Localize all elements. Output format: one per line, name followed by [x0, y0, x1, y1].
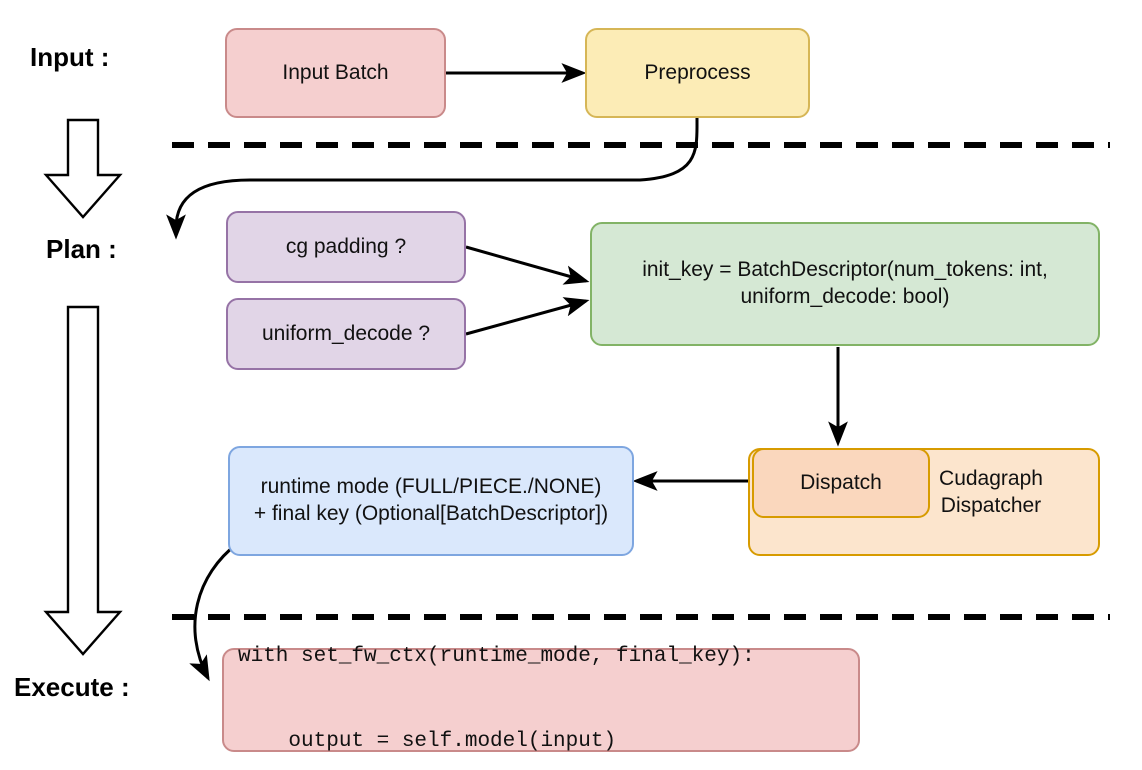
- stage-label-execute: Execute :: [14, 672, 130, 702]
- node-cudagraph-dispatcher-label-line2: Dispatcher: [940, 493, 1042, 517]
- node-runtime-mode[interactable]: runtime mode (FULL/PIECE./NONE) + final …: [228, 446, 634, 556]
- node-dispatch[interactable]: Dispatch: [752, 448, 930, 518]
- arrow-uniform-decode-to-init-key: [465, 297, 590, 336]
- node-input-batch[interactable]: Input Batch: [225, 28, 446, 118]
- node-cg-padding-label: cg padding ?: [285, 234, 407, 258]
- arrow-cg-padding-to-init-key: [465, 245, 590, 285]
- node-init-key[interactable]: init_key = BatchDescriptor(num_tokens: i…: [590, 222, 1100, 346]
- node-cg-padding[interactable]: cg padding ?: [226, 211, 466, 283]
- node-dispatch-label: Dispatch: [800, 470, 882, 494]
- node-uniform-decode-label: uniform_decode ?: [261, 321, 431, 345]
- node-execute-code-line2: output = self.model(input): [238, 730, 617, 754]
- node-execute-code[interactable]: with set_fw_ctx(runtime_mode, final_key)…: [222, 645, 860, 753]
- stage-label-plan: Plan :: [46, 234, 117, 264]
- node-runtime-mode-label-line2: + final key (Optional[BatchDescriptor]): [253, 502, 609, 525]
- stage-label-input: Input :: [30, 42, 110, 72]
- node-preprocess[interactable]: Preprocess: [585, 28, 810, 118]
- input-to-plan-arrow: [43, 118, 123, 219]
- node-preprocess-label: Preprocess: [644, 60, 751, 84]
- node-init-key-label-line2: uniform_decode: bool): [740, 285, 950, 308]
- plan-to-execute-arrow: [43, 305, 123, 656]
- node-init-key-label-line1: init_key = BatchDescriptor(num_tokens: i…: [642, 258, 1048, 282]
- node-input-batch-label: Input Batch: [282, 60, 389, 84]
- node-runtime-mode-label-line1: runtime mode (FULL/PIECE./NONE): [260, 475, 602, 499]
- node-cudagraph-dispatcher-label-line1: Cudagraph: [939, 467, 1043, 490]
- node-execute-code-line1: with set_fw_ctx(runtime_mode, final_key)…: [238, 645, 755, 669]
- node-uniform-decode[interactable]: uniform_decode ?: [226, 298, 466, 370]
